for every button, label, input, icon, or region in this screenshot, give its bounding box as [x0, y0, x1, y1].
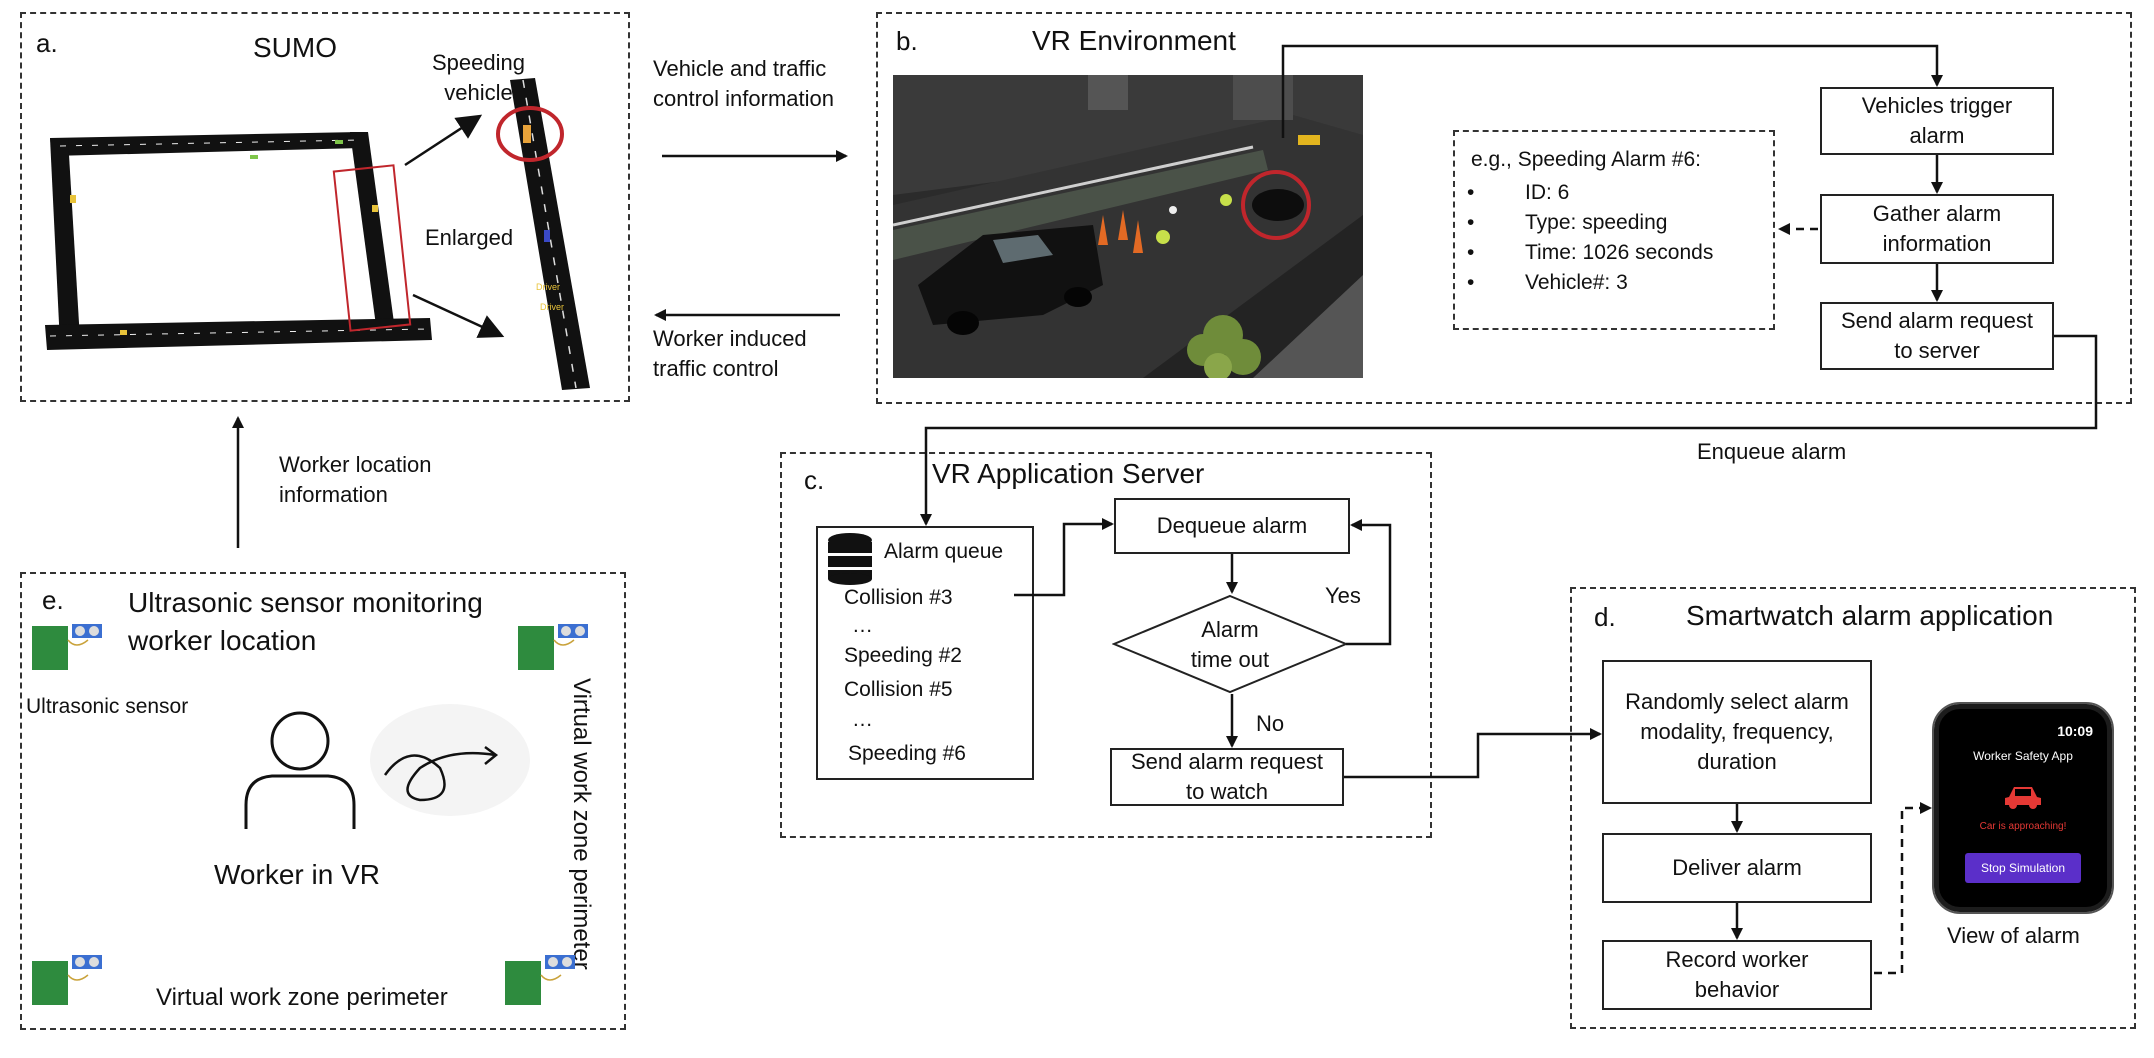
alarm-timeout-label: Alarm time out	[1190, 617, 1270, 672]
no-label: No	[1256, 711, 1285, 736]
svg-text:Driver: Driver	[536, 282, 560, 292]
alarm-queue-title: Alarm queue	[884, 540, 1004, 563]
ultrasonic-sensor-label: Ultrasonic sensor	[26, 695, 189, 718]
panel-b-letter: b.	[896, 26, 918, 56]
alarm-timeout-diamond	[1112, 594, 1348, 694]
watch-time: 10:09	[2057, 723, 2093, 739]
send-alarm-watch-box: Send alarm request to watch	[1110, 748, 1344, 806]
record-worker-behavior-box: Record worker behavior	[1602, 940, 1872, 1010]
dequeue-alarm-box: Dequeue alarm	[1114, 498, 1350, 554]
perimeter-bottom-label: Virtual work zone perimeter	[156, 984, 448, 1011]
perimeter-right-label: Virtual work zone perimeter	[568, 678, 595, 970]
smartwatch: 10:09 Worker Safety App Car is approachi…	[1932, 702, 2114, 914]
randomly-select-alarm-box: Randomly select alarm modality, frequenc…	[1602, 660, 1872, 804]
gather-alarm-info-box: Gather alarm information	[1820, 194, 2054, 264]
enlarged-region-box	[332, 164, 412, 332]
vehicles-trigger-alarm-box: Vehicles trigger alarm	[1820, 87, 2054, 155]
panel-ultrasonic-monitoring	[20, 572, 626, 1030]
yes-label: Yes	[1325, 583, 1361, 608]
worker-in-vr-label: Worker in VR	[214, 859, 380, 890]
queue-item: …	[852, 708, 873, 731]
worker-location-info-label: Worker location information	[279, 452, 432, 507]
example-alarm-box: e.g., Speeding Alarm #6: ID: 6 Type: spe…	[1453, 130, 1775, 330]
queue-item: Speeding #2	[844, 644, 962, 667]
enqueue-alarm-label: Enqueue alarm	[1697, 439, 1847, 464]
watch-app-name: Worker Safety App	[1973, 749, 2073, 763]
panel-c-title: VR Application Server	[932, 458, 1205, 489]
panel-b-title: VR Environment	[1032, 25, 1236, 56]
panel-d-title: Smartwatch alarm application	[1686, 600, 2054, 631]
send-alarm-server-box: Send alarm request to server	[1820, 302, 2054, 370]
example-alarm-type: Type: speeding	[1455, 208, 1713, 238]
example-alarm-id: ID: 6	[1455, 178, 1713, 208]
queue-item: Speeding #6	[848, 742, 966, 765]
database-icon	[828, 533, 872, 585]
alarm-queue-box: Alarm queue Collision #3 … Speeding #2 C…	[816, 526, 1034, 780]
panel-a-title: SUMO	[253, 32, 337, 63]
speeding-vehicle-label: Speeding vehicle	[432, 50, 525, 105]
panel-sumo	[20, 12, 630, 402]
enlarged-label: Enlarged	[425, 225, 514, 250]
enlarged-road: Driver Driver	[510, 78, 590, 390]
panel-smartwatch-app	[1570, 587, 2136, 1029]
watch-alert-message: Car is approaching!	[1979, 821, 2067, 832]
queue-item: Collision #5	[844, 678, 953, 701]
example-alarm-title: e.g., Speeding Alarm #6:	[1471, 148, 1701, 171]
deliver-alarm-box: Deliver alarm	[1602, 833, 1872, 903]
stop-simulation-button[interactable]: Stop Simulation	[1965, 853, 2081, 883]
panel-d-letter: d.	[1594, 602, 1616, 632]
example-alarm-vehicle: Vehicle#: 3	[1455, 268, 1713, 298]
panel-c-letter: c.	[804, 465, 825, 495]
worker-induced-traffic-label: Worker induced traffic control	[653, 326, 807, 381]
queue-item: Collision #3	[844, 586, 953, 609]
queue-item: …	[852, 614, 873, 637]
panel-e-title: Ultrasonic sensor monitoring worker loca…	[128, 587, 483, 656]
view-of-alarm-label: View of alarm	[1947, 923, 2080, 948]
vr-scene-image	[893, 75, 1363, 378]
example-alarm-time: Time: 1026 seconds	[1455, 238, 1713, 268]
vehicle-traffic-info-label: Vehicle and traffic control information	[653, 56, 834, 111]
panel-e-letter: e.	[42, 585, 64, 615]
car-icon	[2005, 787, 2041, 809]
speeding-vehicle-circle	[496, 106, 564, 162]
svg-text:Driver: Driver	[540, 302, 564, 312]
panel-a-letter: a.	[36, 28, 58, 58]
